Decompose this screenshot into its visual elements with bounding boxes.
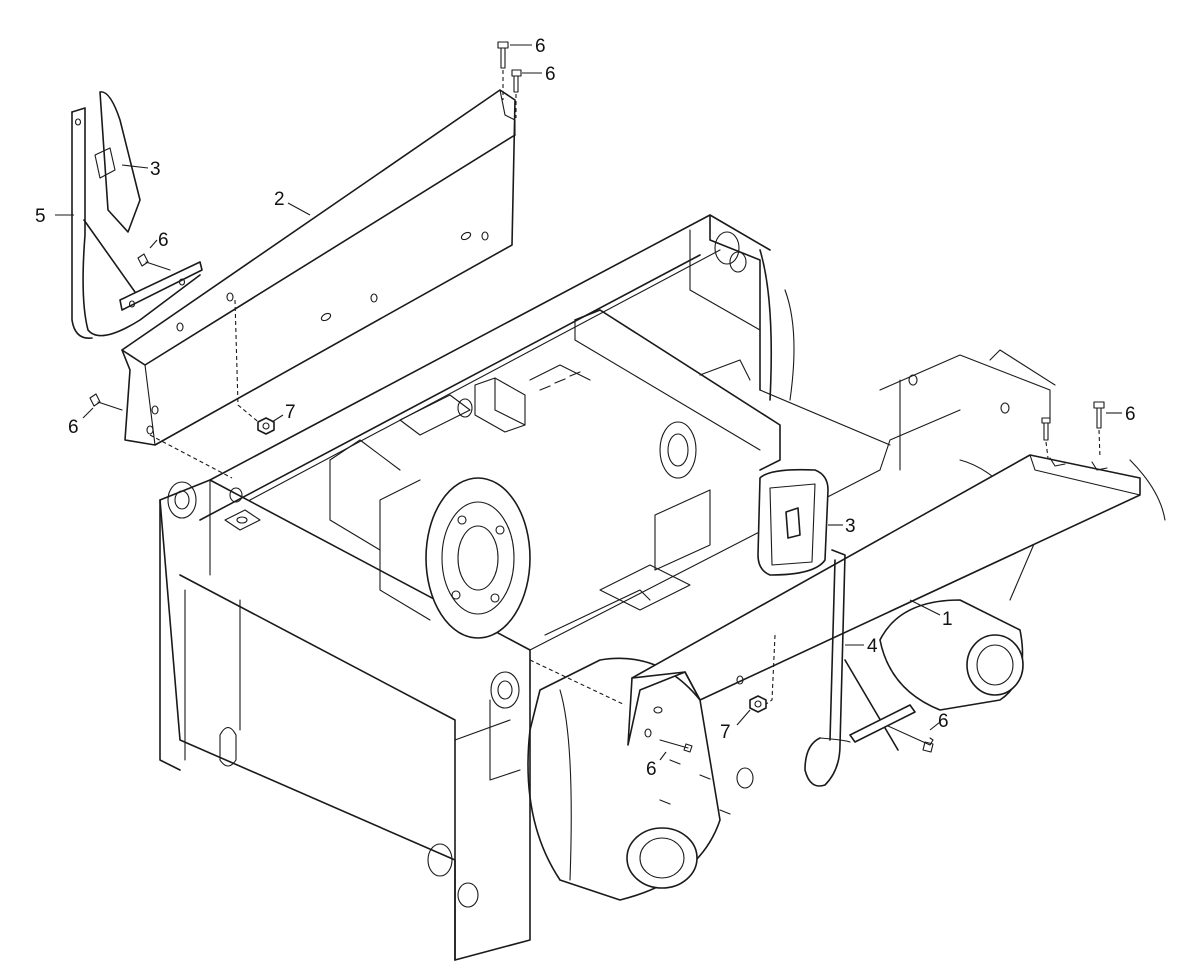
callout-6: 6 <box>545 64 556 85</box>
callout-1: 1 <box>942 609 953 630</box>
callout-2: 2 <box>274 189 285 210</box>
callout-3: 3 <box>150 159 161 180</box>
callout-3: 3 <box>845 516 856 537</box>
callout-6: 6 <box>1125 404 1136 425</box>
callout-7: 7 <box>285 402 296 423</box>
main-frame <box>159 214 1166 961</box>
callout-6: 6 <box>938 711 949 732</box>
bolt-group <box>89 41 1105 753</box>
callout-5: 5 <box>35 206 46 227</box>
right-step-handle <box>804 549 916 787</box>
callout-6: 6 <box>535 36 546 57</box>
callout-6: 6 <box>68 417 79 438</box>
callout-6: 6 <box>646 759 657 780</box>
callout-labels: 6 6 3 5 2 6 6 7 6 3 1 4 6 7 6 <box>35 36 1136 780</box>
callout-7: 7 <box>720 722 731 743</box>
left-step-handle <box>71 107 203 339</box>
leader-lines <box>55 44 1122 761</box>
callout-6: 6 <box>158 230 169 251</box>
right-side-guard <box>529 454 1141 746</box>
left-side-guard <box>121 89 516 479</box>
callout-4: 4 <box>867 636 878 657</box>
pad-plate-left <box>94 91 141 233</box>
pad-plate-right <box>757 468 829 576</box>
